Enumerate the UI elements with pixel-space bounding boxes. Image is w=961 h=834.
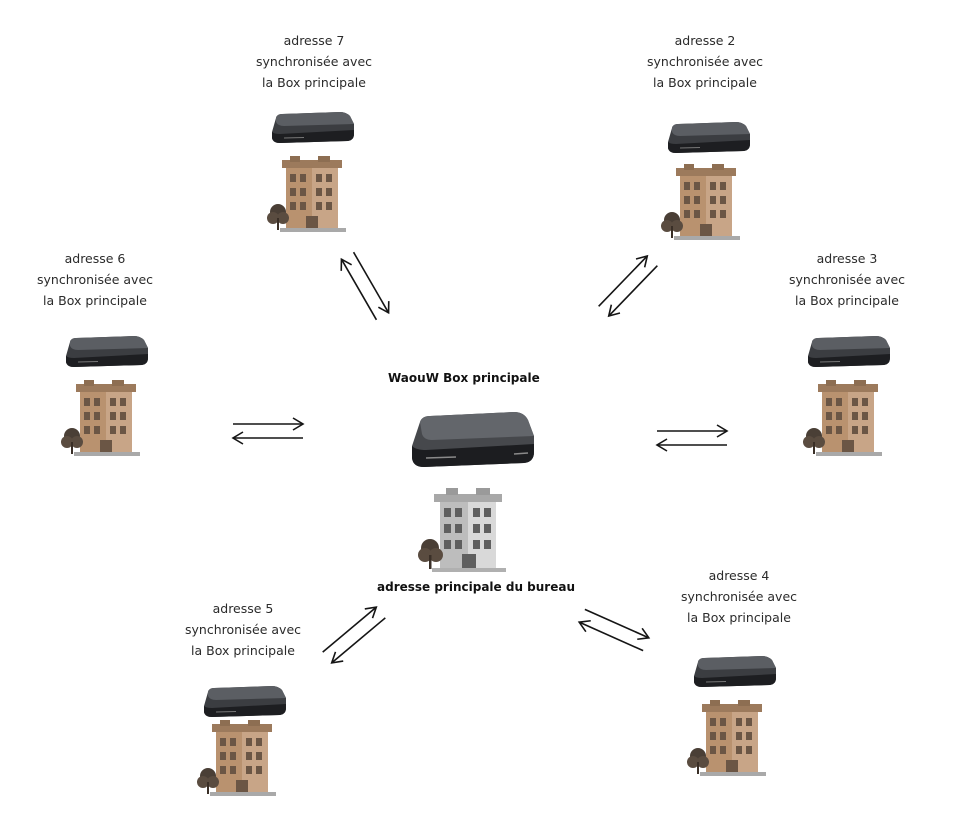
node-title: adresse 2 [674, 33, 736, 48]
node-title: adresse 7 [283, 33, 345, 48]
building-icon [61, 380, 140, 456]
node-label-adresse-5: adresse 5 synchronisée avec la Box princ… [183, 598, 303, 661]
main-router-icon [411, 411, 535, 468]
sync-arrows-icon-4 [575, 603, 653, 657]
node-sync-text: synchronisée avec [646, 54, 764, 69]
sync-arrows-icon-2 [593, 250, 663, 322]
node-5-graphics [197, 685, 287, 796]
node-7-graphics [267, 111, 355, 232]
router-icon [807, 335, 891, 368]
node-sync-target: la Box principale [262, 75, 366, 90]
sync-arrows-icon-5 [318, 601, 390, 669]
node-sync-text: synchronisée avec [184, 622, 302, 637]
node-4-graphics [687, 655, 777, 776]
building-icon [687, 700, 766, 776]
node-title: adresse 6 [64, 251, 126, 266]
node-6-graphics [61, 335, 149, 456]
node-sync-text: synchronisée avec [680, 589, 798, 604]
node-title: adresse 4 [708, 568, 770, 583]
node-label-adresse-7: adresse 7 synchronisée avec la Box princ… [254, 30, 374, 93]
node-sync-target: la Box principale [795, 293, 899, 308]
node-2-graphics [661, 121, 751, 240]
node-label-adresse-2: adresse 2 synchronisée avec la Box princ… [645, 30, 765, 93]
building-icon [661, 164, 740, 240]
building-icon [267, 156, 346, 232]
node-label-adresse-3: adresse 3 synchronisée avec la Box princ… [787, 248, 907, 311]
sync-arrows-icon-3 [656, 424, 728, 452]
main-office-label: adresse principale du bureau [377, 580, 575, 594]
sync-arrows-icon-7 [335, 248, 395, 324]
node-title: adresse 3 [816, 251, 878, 266]
router-icon [203, 685, 287, 718]
main-box-title: WaouW Box principale [388, 371, 540, 385]
node-label-adresse-4: adresse 4 synchronisée avec la Box princ… [679, 565, 799, 628]
router-icon [693, 655, 777, 688]
sync-arrows-icon-6 [232, 417, 304, 445]
building-icon [197, 720, 276, 796]
node-sync-text: synchronisée avec [788, 272, 906, 287]
node-sync-target: la Box principale [653, 75, 757, 90]
main-building-icon [418, 488, 506, 572]
node-sync-text: synchronisée avec [36, 272, 154, 287]
center-node-graphics [411, 411, 535, 572]
router-icon [65, 335, 149, 368]
router-icon [667, 121, 751, 154]
building-icon [803, 380, 882, 456]
node-sync-text: synchronisée avec [255, 54, 373, 69]
router-icon [271, 111, 355, 144]
node-label-adresse-6: adresse 6 synchronisée avec la Box princ… [35, 248, 155, 311]
node-sync-target: la Box principale [43, 293, 147, 308]
node-sync-target: la Box principale [687, 610, 791, 625]
node-sync-target: la Box principale [191, 643, 295, 658]
node-title: adresse 5 [212, 601, 274, 616]
node-3-graphics [803, 335, 891, 456]
